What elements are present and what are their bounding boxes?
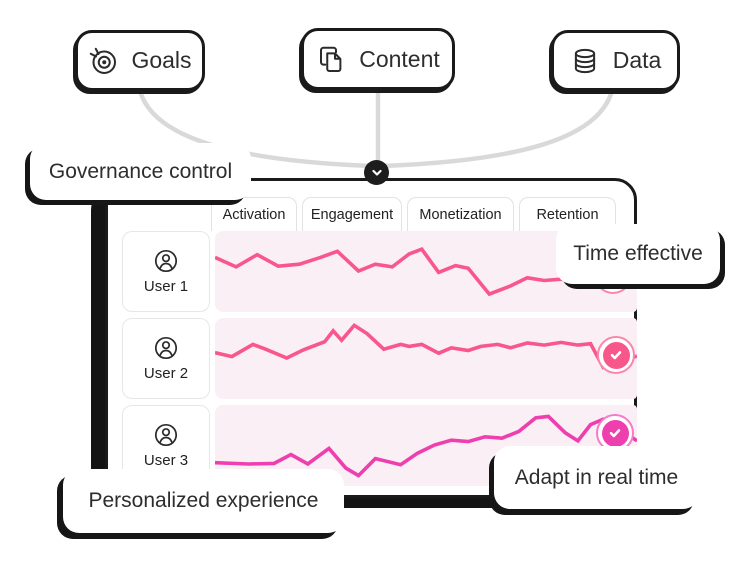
time-effective-label: Time effective — [573, 242, 703, 265]
chevron-down-icon — [371, 169, 382, 176]
user-icon — [154, 423, 178, 447]
goals-pill[interactable]: Goals — [75, 30, 205, 91]
check-icon — [601, 419, 629, 447]
user3-name: User 3 — [143, 452, 189, 469]
user-icon — [154, 249, 178, 273]
data-pill[interactable]: Data — [551, 30, 680, 91]
check-icon — [602, 341, 630, 369]
database-icon — [574, 48, 595, 73]
content-pill[interactable]: Content — [301, 28, 455, 90]
merge-node — [364, 160, 389, 185]
personalized-experience-callout: Personalized experience — [63, 469, 344, 533]
tab-engagement-label: Engagement — [310, 206, 394, 223]
user3-sparkline — [215, 414, 637, 478]
user2-label-card: User 2 — [122, 318, 210, 399]
personalized-experience-label: Personalized experience — [88, 489, 319, 512]
user3-check-badge — [596, 414, 634, 452]
copy-pages-icon — [320, 46, 342, 72]
user-icon — [154, 336, 178, 360]
content-pill-label: Content — [359, 45, 440, 72]
tab-activation-label: Activation — [222, 206, 286, 223]
time-effective-callout: Time effective — [556, 224, 720, 284]
adapt-real-time-callout: Adapt in real time — [494, 446, 699, 509]
tab-activation[interactable]: Activation — [211, 197, 297, 231]
target-icon — [90, 47, 117, 74]
user2-sparkline — [215, 323, 637, 370]
governance-control-label: Governance control — [48, 159, 233, 183]
user2-name: User 2 — [143, 365, 189, 382]
goals-pill-label: Goals — [131, 47, 192, 73]
governance-control-callout: Governance control — [30, 143, 251, 200]
user2-chart-panel — [215, 318, 637, 399]
tab-monetization[interactable]: Monetization — [407, 197, 514, 231]
metric-tabs: Activation Engagement Monetization Reten… — [211, 197, 616, 231]
tab-monetization-label: Monetization — [419, 206, 502, 223]
user1-name: User 1 — [143, 278, 189, 295]
tab-engagement[interactable]: Engagement — [302, 197, 402, 231]
user2-check-badge — [597, 336, 635, 374]
tab-retention-label: Retention — [536, 206, 599, 223]
user-row: User 2 — [108, 318, 637, 399]
user1-label-card: User 1 — [122, 231, 210, 312]
adapt-real-time-label: Adapt in real time — [514, 465, 679, 489]
data-pill-label: Data — [612, 47, 662, 73]
